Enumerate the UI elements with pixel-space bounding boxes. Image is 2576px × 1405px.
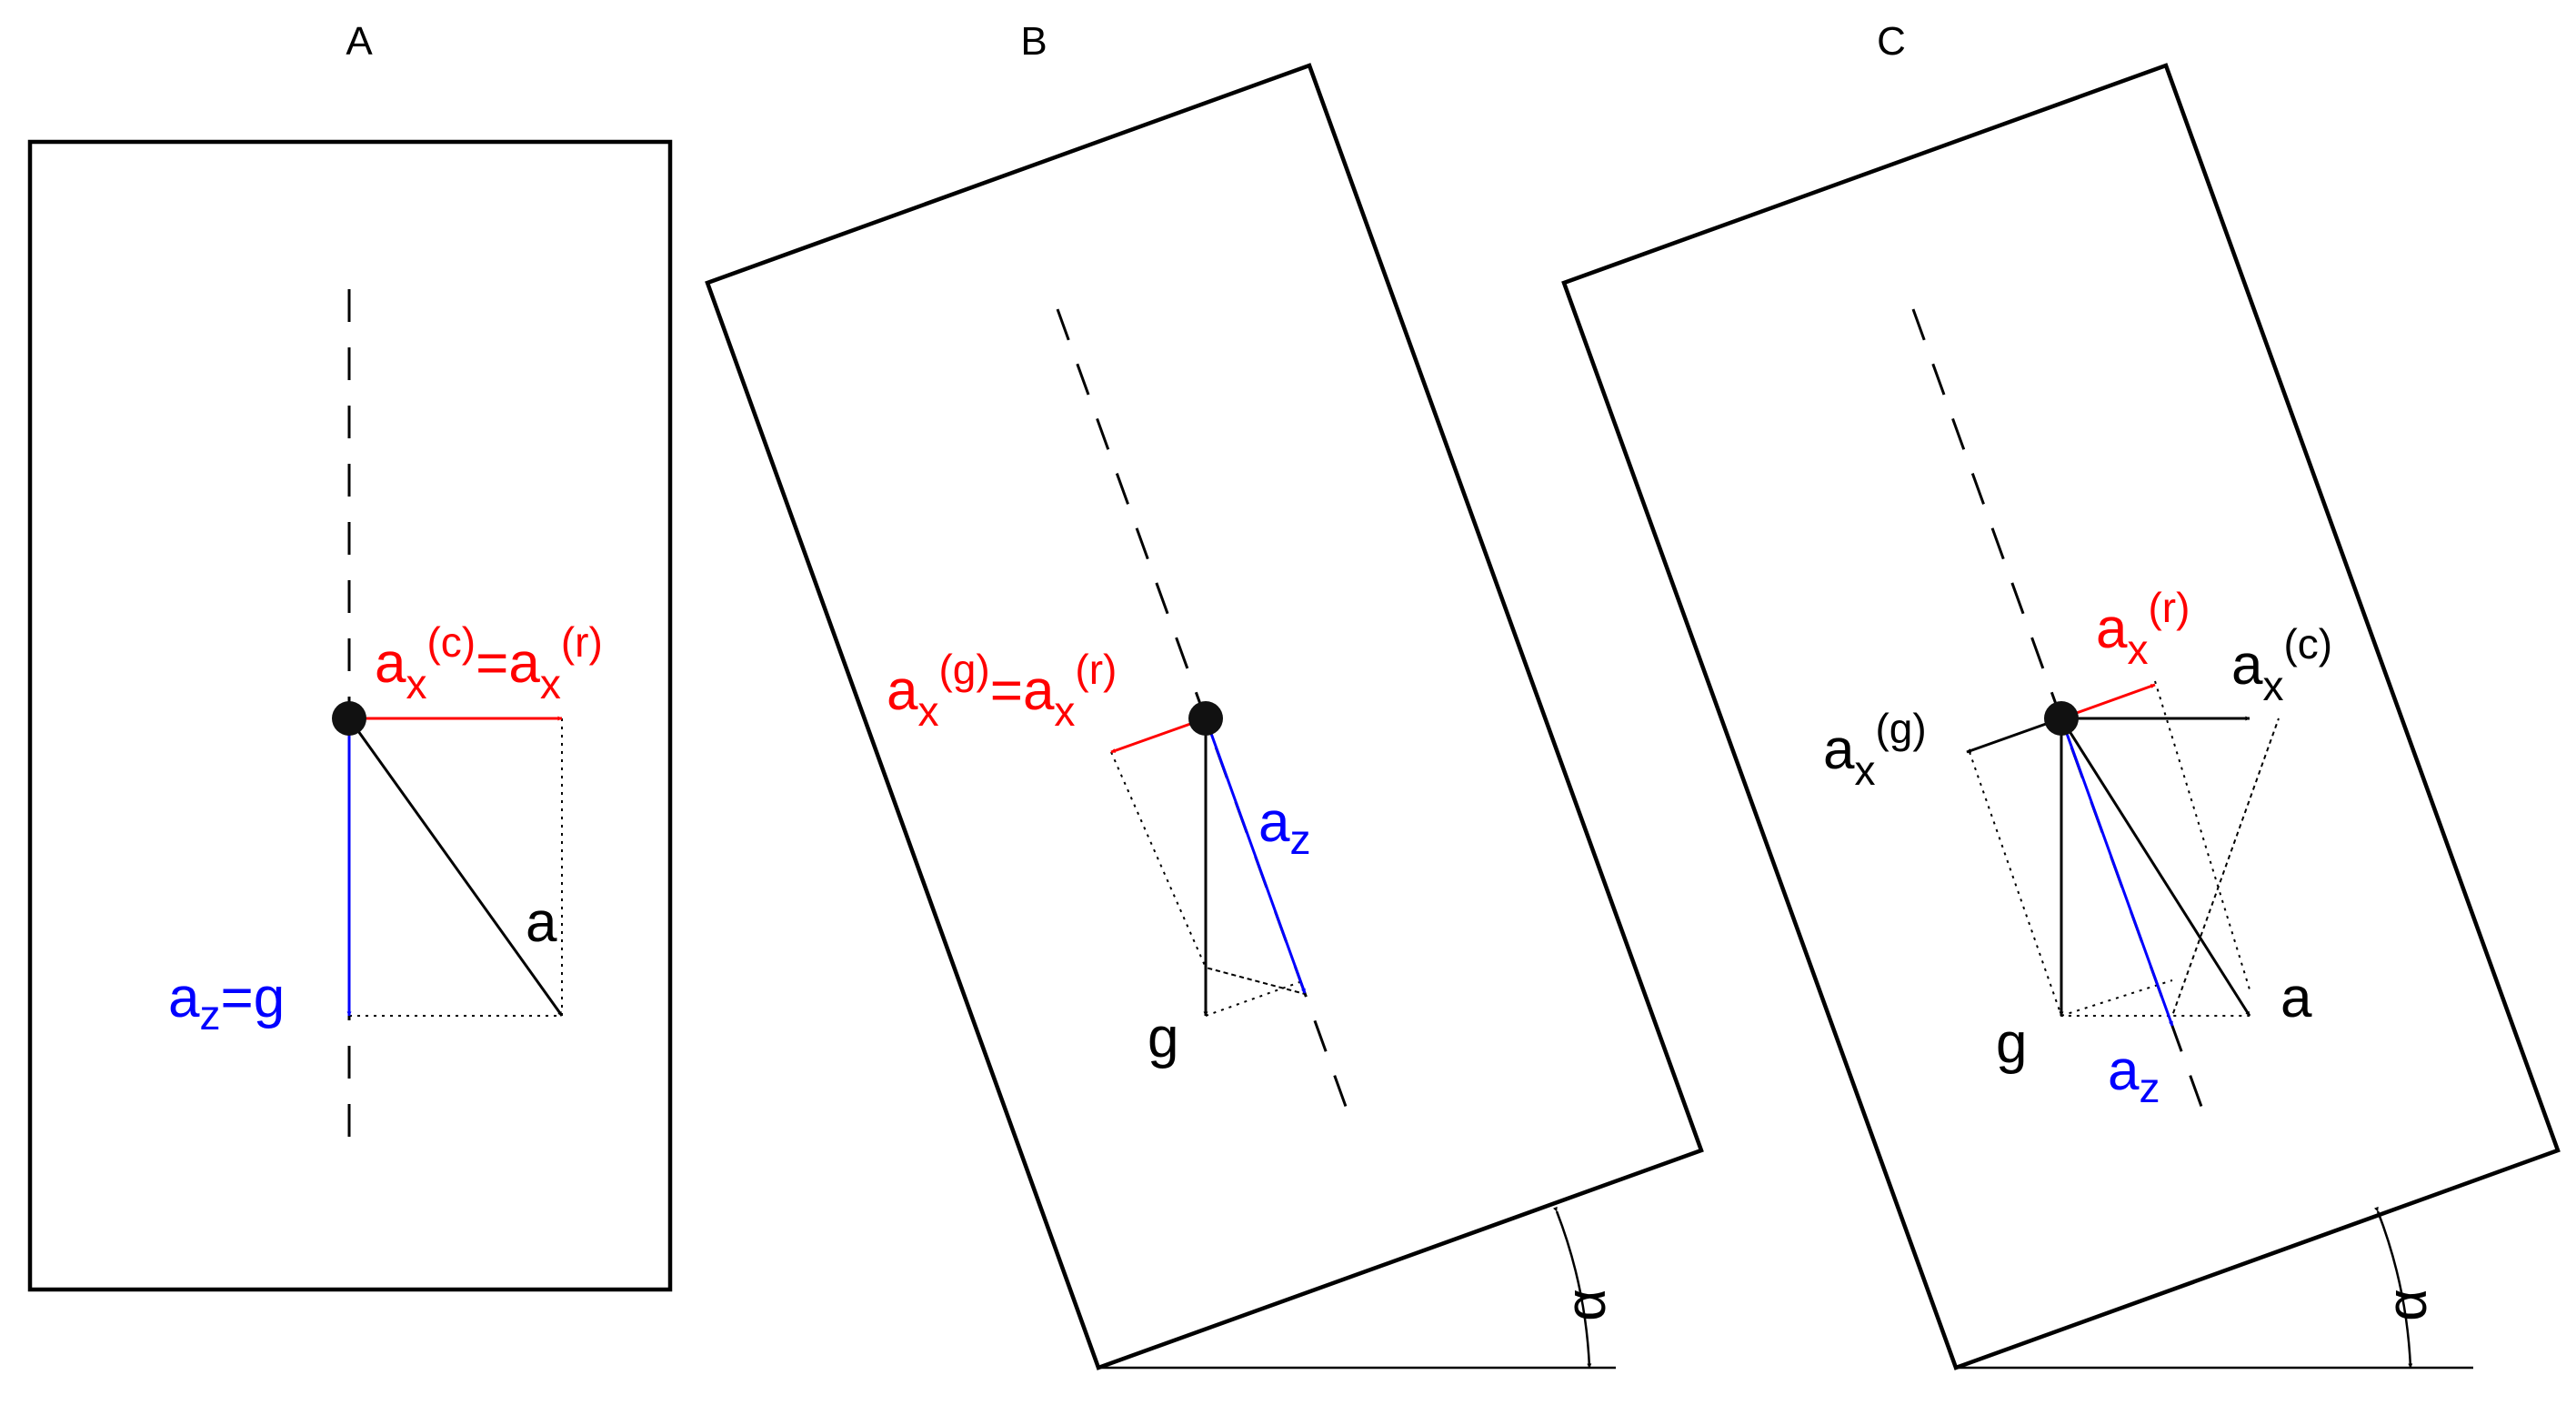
panel-a: A ax(c)=ax(r) a az=g <box>27 19 673 1292</box>
panel-c-alpha-label: α <box>2376 1289 2439 1321</box>
panel-b-frame <box>705 63 1704 1370</box>
panel-b-mass-point <box>1188 701 1223 736</box>
panel-b-az-label: az <box>1258 791 1310 863</box>
panel-c-mass-point <box>2044 701 2079 736</box>
panel-a-ax-c-eq-ax-r-label: ax(c)=ax(r) <box>375 618 603 708</box>
panel-a-az-eq-g-label: az=g <box>168 967 285 1039</box>
panel-a-a-label: a <box>526 891 557 954</box>
panel-c-letter: C <box>1877 19 1906 64</box>
panel-b-ax-g-eq-ax-r-label: ax(g)=ax(r) <box>887 646 1117 735</box>
panel-b: B α ax(g)=ax(r) az g <box>705 19 1704 1370</box>
panel-c: C α ax(r) ax(c) ax(g) g a az <box>1561 19 2561 1370</box>
panel-a-mass-point <box>332 701 366 736</box>
panel-a-letter: A <box>346 19 373 64</box>
panel-c-a-label: a <box>2280 967 2312 1029</box>
panel-b-az-vector <box>1204 718 1307 994</box>
panel-c-g-label: g <box>1996 1012 2027 1075</box>
panel-c-az-label: az <box>2108 1039 2160 1111</box>
panel-c-az-vector <box>2060 718 2174 1027</box>
panel-c-ax-c-label: ax(c) <box>2231 620 2332 709</box>
panel-b-guide-lines <box>1110 751 1306 995</box>
panel-a-a-vector <box>347 718 564 1017</box>
panel-a-frame <box>27 139 673 1292</box>
panel-b-g-label: g <box>1148 1007 1178 1069</box>
panel-c-frame <box>1561 63 2561 1370</box>
panel-c-guide-lines-3 <box>2060 979 2173 1017</box>
panel-b-alpha-label: α <box>1555 1289 1618 1321</box>
panel-b-guide-lines-2 <box>1205 979 1306 1017</box>
panel-c-guide-lines <box>1969 718 2280 1017</box>
panel-b-letter: B <box>1020 19 1047 64</box>
panel-c-a-vector <box>2060 718 2251 1017</box>
panel-c-ax-g-label: ax(g) <box>1823 705 1927 794</box>
panel-c-ax-r-label: ax(r) <box>2096 584 2190 673</box>
panel-b-alpha-arc <box>1553 1206 1592 1369</box>
panel-c-alpha-arc <box>2374 1206 2413 1369</box>
